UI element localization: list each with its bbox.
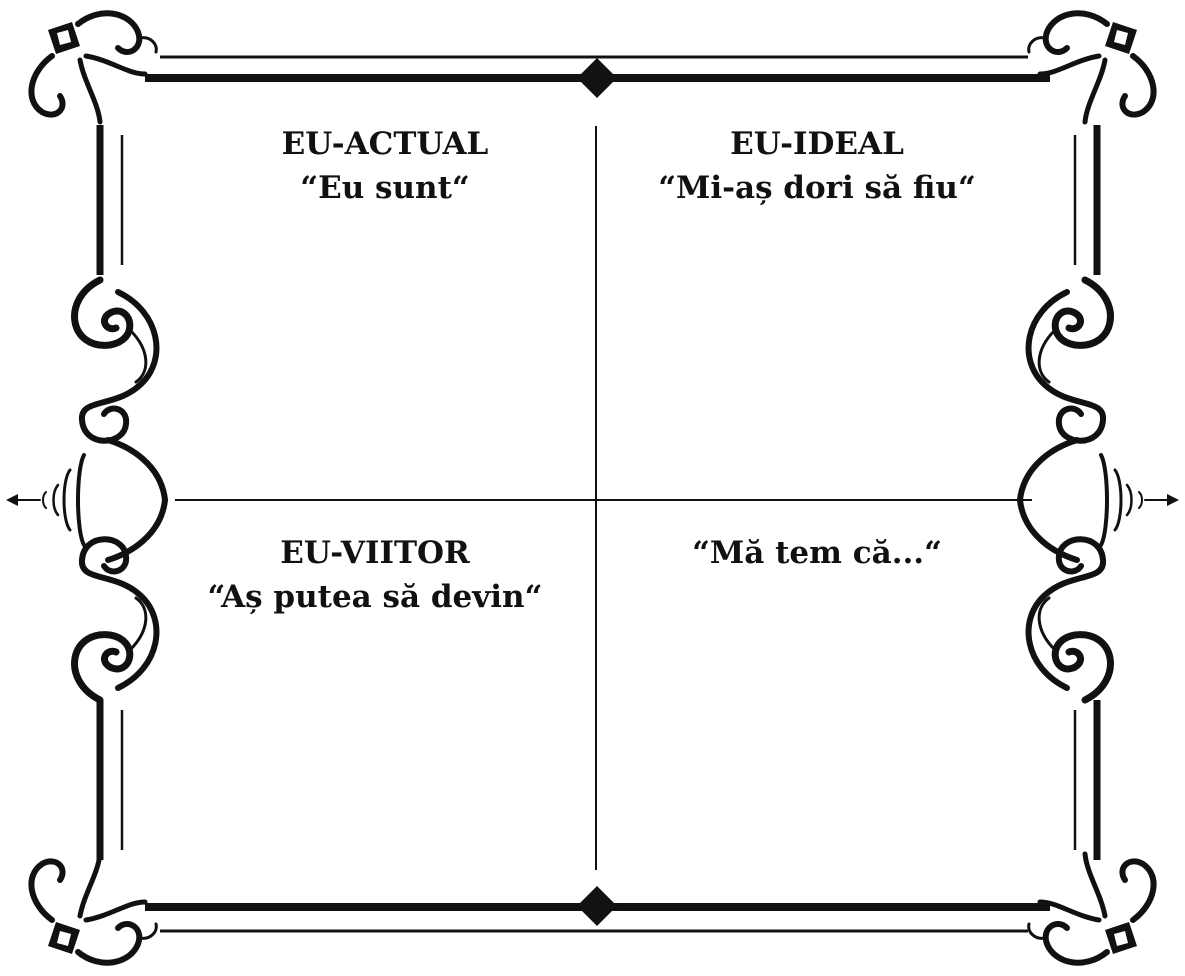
corner-ornament-bottom-left bbox=[28, 851, 158, 966]
bottom-diamond bbox=[577, 886, 617, 926]
side-ornament-right bbox=[1017, 276, 1179, 704]
quadrant-title: EU-ACTUAL bbox=[281, 126, 489, 162]
bottom-border bbox=[145, 886, 1050, 933]
left-border bbox=[96, 125, 124, 860]
quadrant-title: EU-VIITOR bbox=[280, 535, 470, 571]
corner-ornament-top-right bbox=[1027, 10, 1157, 125]
quadrant-prompt: “Aș putea să devin“ bbox=[207, 579, 543, 615]
quadrant-prompt: “Mă tem că...“ bbox=[692, 535, 942, 571]
quadrant-prompt: “Eu sunt“ bbox=[300, 170, 470, 206]
quadrant-current-self: EU-ACTUAL “Eu sunt“ bbox=[175, 122, 595, 210]
quadrant-future-self: EU-VIITOR “Aș putea să devin“ bbox=[155, 531, 595, 619]
corner-ornament-top-left bbox=[28, 10, 158, 125]
corner-ornament-bottom-right bbox=[1027, 851, 1157, 966]
quadrant-title: EU-IDEAL bbox=[730, 126, 904, 162]
quadrant-fears: “Mă tem că...“ bbox=[597, 531, 1037, 575]
top-diamond bbox=[577, 58, 617, 98]
side-ornament-left bbox=[6, 276, 168, 704]
quadrant-prompt: “Mi-aș dori să fiu“ bbox=[658, 170, 976, 206]
right-border bbox=[1073, 125, 1101, 860]
top-border bbox=[145, 55, 1050, 98]
quadrant-ideal-self: EU-IDEAL “Mi-aș dori să fiu“ bbox=[597, 122, 1037, 210]
